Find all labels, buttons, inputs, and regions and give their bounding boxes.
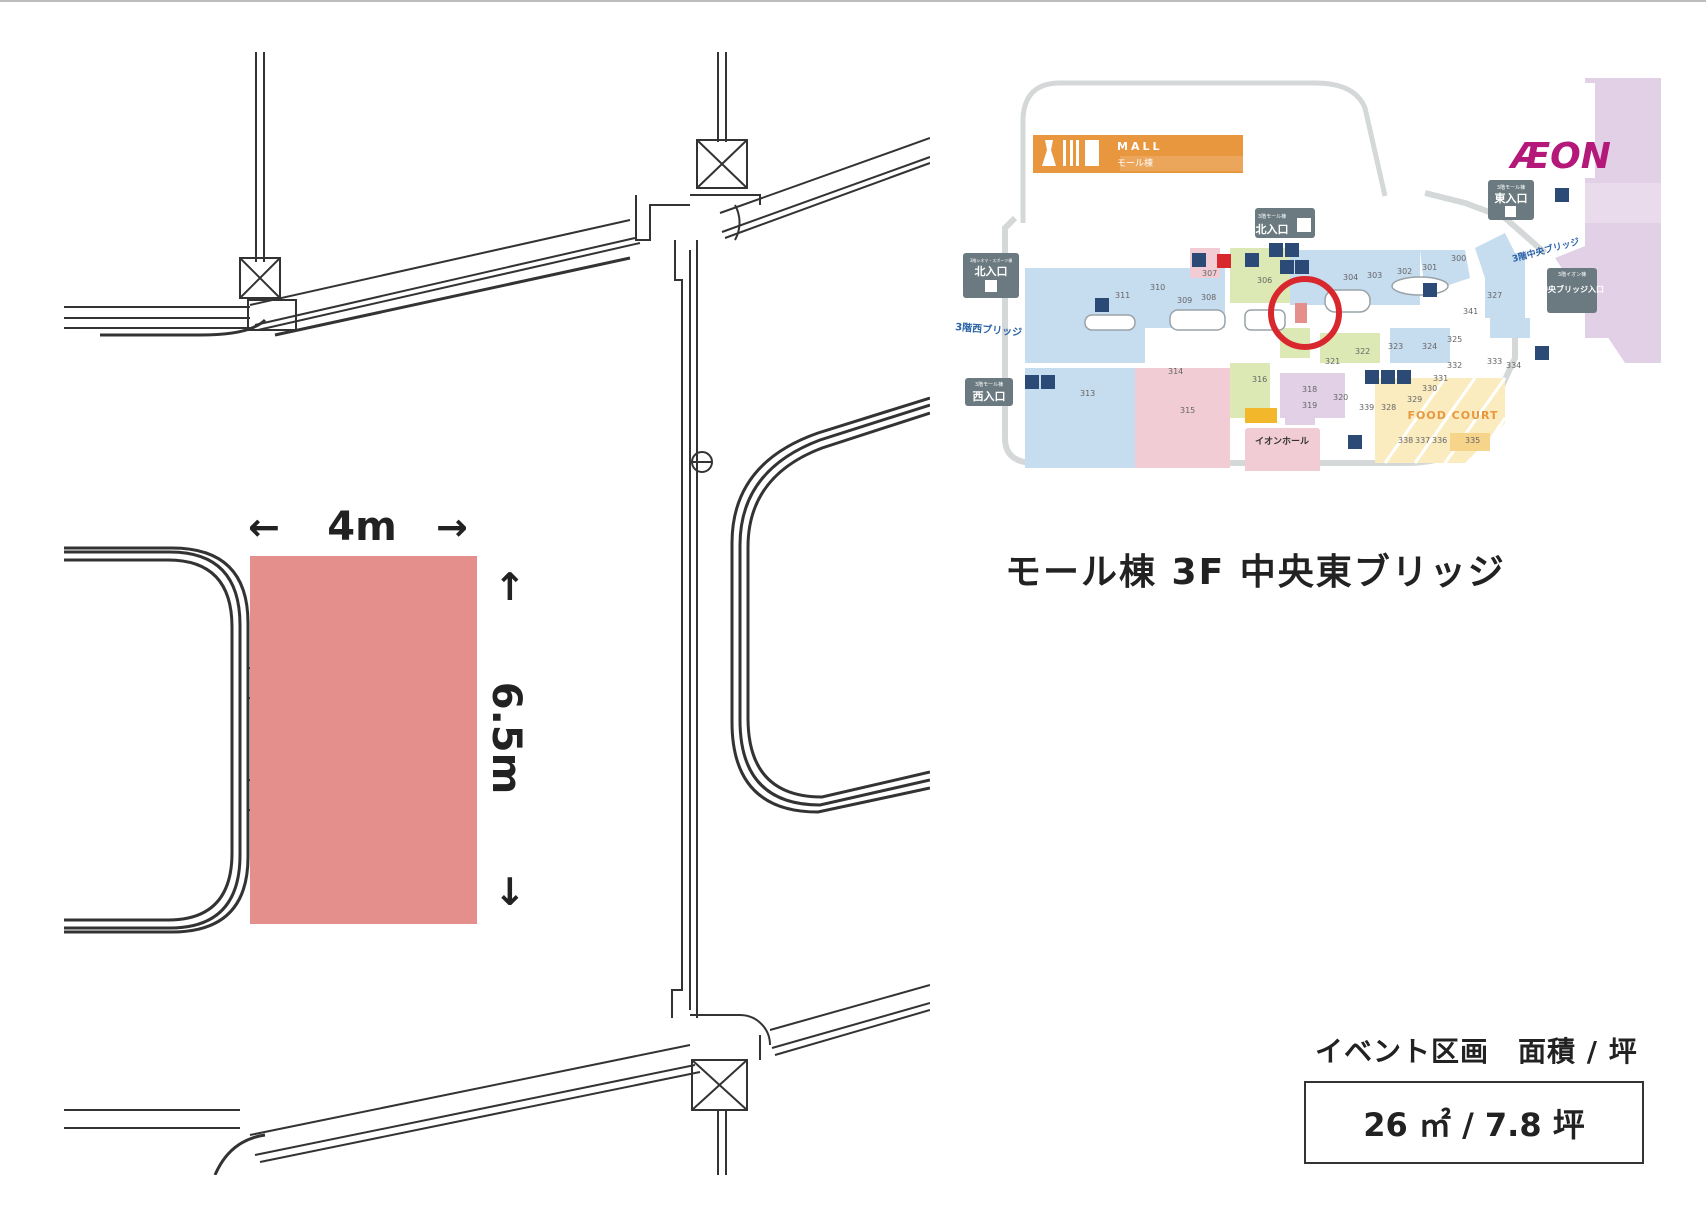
booth-highlight-circle bbox=[1268, 276, 1342, 350]
store-number: 302 bbox=[1397, 267, 1412, 276]
entrance-east[interactable]: 3階モール棟 東入口 bbox=[1488, 180, 1534, 220]
store-number: 308 bbox=[1201, 293, 1216, 302]
mall-label: MALL bbox=[1117, 140, 1162, 153]
map-outline bbox=[1020, 80, 1388, 223]
store-number: 327 bbox=[1487, 291, 1502, 300]
svg-text:3階イオン棟: 3階イオン棟 bbox=[1558, 271, 1586, 278]
store-number: 314 bbox=[1168, 367, 1183, 376]
entrance-north-mall[interactable]: 3階モール棟 北入口 bbox=[1255, 208, 1315, 238]
aeon-hall-label: イオンホール bbox=[1255, 436, 1309, 447]
area-label: イベント区画 面積 / 坪 bbox=[1315, 1035, 1638, 1068]
lower-walkway-wall bbox=[64, 984, 930, 1175]
store-number: 303 bbox=[1367, 271, 1382, 280]
svg-text:中央ブリッジ入口: 中央ブリッジ入口 bbox=[1540, 284, 1604, 294]
store-number: 310 bbox=[1150, 283, 1165, 292]
store-number: 329 bbox=[1407, 395, 1422, 404]
store-number: 337 bbox=[1415, 436, 1430, 445]
store-number: 331 bbox=[1433, 374, 1448, 383]
bridge-west-label: 3階西ブリッジ bbox=[955, 320, 1023, 339]
store-number: 341 bbox=[1463, 307, 1478, 316]
pink-zones bbox=[1135, 248, 1320, 471]
store-number: 338 bbox=[1398, 436, 1413, 445]
store-number: 313 bbox=[1080, 389, 1095, 398]
svg-text:東入口: 東入口 bbox=[1495, 191, 1528, 205]
width-arrow-left: ← bbox=[248, 505, 280, 549]
store-number: 315 bbox=[1180, 406, 1195, 415]
svg-text:3階モール棟: 3階モール棟 bbox=[1258, 213, 1286, 220]
store-number: 335 bbox=[1465, 436, 1480, 445]
width-label: 4m bbox=[327, 504, 397, 550]
entrance-central-bridge[interactable]: 3階イオン棟 中央ブリッジ入口 bbox=[1540, 268, 1604, 313]
store-number: 336 bbox=[1432, 436, 1447, 445]
store-number: 311 bbox=[1115, 291, 1130, 300]
facility-icons bbox=[1025, 188, 1569, 449]
right-rounded-wall bbox=[730, 396, 930, 814]
column-right bbox=[635, 52, 761, 1018]
left-rounded-wall bbox=[64, 546, 250, 934]
store-number: 306 bbox=[1257, 276, 1272, 285]
svg-text:3階モール棟: 3階モール棟 bbox=[1497, 184, 1525, 191]
store-number: 320 bbox=[1333, 393, 1348, 402]
store-number: 316 bbox=[1252, 375, 1267, 384]
booth-marker bbox=[1295, 303, 1307, 323]
entrance-north-cinema[interactable]: 3階シネマ・スポーツ棟 北入口 bbox=[963, 253, 1019, 298]
area-value: 26 ㎡ / 7.8 坪 bbox=[1363, 1105, 1585, 1144]
svg-text:北入口: 北入口 bbox=[1256, 222, 1289, 236]
svg-text:3階モール棟: 3階モール棟 bbox=[975, 381, 1003, 388]
store-number: 309 bbox=[1177, 296, 1192, 305]
column-left bbox=[239, 52, 297, 331]
event-booth-area bbox=[250, 556, 477, 924]
area-value-box: 26 ㎡ / 7.8 坪 bbox=[1304, 1081, 1644, 1164]
store-number: 333 bbox=[1487, 357, 1502, 366]
upper-walkway-wall bbox=[64, 137, 930, 337]
food-court-label: FOOD COURT bbox=[1407, 409, 1498, 422]
store-number: 334 bbox=[1506, 361, 1521, 370]
height-arrow-down: ↓ bbox=[494, 870, 526, 914]
width-arrow-right: → bbox=[436, 505, 468, 549]
mall-sub-label: モール棟 bbox=[1117, 157, 1153, 169]
aeon-logo: ÆON bbox=[1508, 136, 1611, 177]
store-number: 300 bbox=[1451, 254, 1466, 263]
store-number: 319 bbox=[1302, 401, 1317, 410]
store-number: 321 bbox=[1325, 357, 1340, 366]
location-title: モール棟 3F 中央東ブリッジ bbox=[1005, 552, 1506, 593]
store-number: 324 bbox=[1422, 342, 1437, 351]
store-number: 307 bbox=[1202, 269, 1217, 278]
store-number: 301 bbox=[1422, 263, 1437, 272]
store-number: 323 bbox=[1388, 342, 1403, 351]
height-arrow-up: ↑ bbox=[494, 565, 526, 609]
entrance-west[interactable]: 3階モール棟 西入口 bbox=[965, 378, 1013, 406]
height-label: 6.5m bbox=[483, 682, 529, 795]
mall-category-icons bbox=[1042, 140, 1099, 166]
store-number: 304 bbox=[1343, 273, 1358, 282]
store-number: 318 bbox=[1302, 385, 1317, 394]
floor-plan: ← 4m → ↑ 6.5m ↓ bbox=[64, 52, 930, 1175]
store-number: 332 bbox=[1447, 361, 1462, 370]
svg-text:西入口: 西入口 bbox=[973, 390, 1006, 403]
store-number: 328 bbox=[1381, 403, 1396, 412]
store-number: 330 bbox=[1422, 384, 1437, 393]
store-number: 322 bbox=[1355, 347, 1370, 356]
svg-text:北入口: 北入口 bbox=[975, 264, 1008, 278]
svg-text:3階シネマ・スポーツ棟: 3階シネマ・スポーツ棟 bbox=[970, 257, 1012, 263]
store-number: 325 bbox=[1447, 335, 1462, 344]
top-border bbox=[0, 0, 1706, 2]
mall-map: MALL モール棟 ÆON 3階モール棟 北入口 3階シネマ・スポーツ棟 北入口… bbox=[955, 78, 1661, 471]
store-number: 339 bbox=[1359, 403, 1374, 412]
